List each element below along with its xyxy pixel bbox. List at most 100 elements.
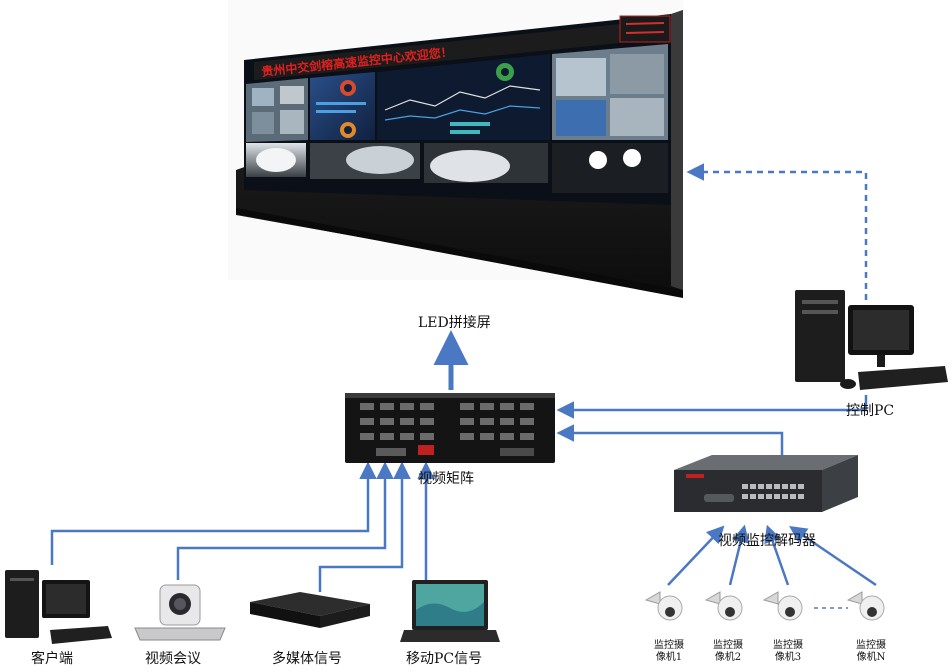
- wall-tunnel-light: [346, 146, 414, 174]
- matrix-ports: [360, 403, 534, 440]
- decoder-port: [774, 484, 780, 489]
- camera-1-caption-line1: 监控摄: [654, 640, 684, 651]
- camera-3-caption: 监控摄 像机3: [761, 640, 815, 664]
- decoder-port: [774, 494, 780, 499]
- matrix-port: [500, 403, 514, 410]
- camera-lens: [665, 607, 675, 617]
- decoder-port: [798, 494, 804, 499]
- wall-row-top: [246, 44, 668, 142]
- multimedia-box-front: [250, 602, 320, 628]
- camera-1-caption: 监控摄 像机1: [642, 640, 696, 664]
- decoder-device: [674, 455, 858, 512]
- link-conference-to-matrix: [176, 461, 394, 580]
- wall-line-chart: [384, 85, 541, 111]
- pc-monitor-stand: [877, 355, 885, 367]
- matrix-port: [480, 433, 494, 440]
- camera-n-caption: 监控摄 像机N: [844, 640, 898, 664]
- matrix-power-switch: [418, 445, 434, 455]
- decoder-port: [766, 494, 772, 499]
- matrix-port: [360, 433, 374, 440]
- laptop-base: [400, 630, 500, 642]
- decoder-port: [758, 494, 764, 499]
- link-multimedia-to-matrix: [318, 461, 411, 592]
- ptz-camera-1-icon: [644, 591, 683, 621]
- source-client-caption: 客户端: [31, 651, 73, 667]
- wall-line-chart-2: [384, 105, 541, 121]
- decoder-side: [822, 455, 858, 512]
- wall-bar: [316, 110, 356, 113]
- source-multimedia-box-icon: [250, 592, 370, 628]
- laptop-wallpaper-wave: [416, 602, 484, 626]
- decoder-port: [750, 494, 756, 499]
- decoder-port: [750, 484, 756, 489]
- matrix-port: [500, 418, 514, 425]
- matrix-port: [460, 418, 474, 425]
- matrix-network-port: [500, 448, 534, 456]
- wall-tile-thumb: [280, 86, 304, 104]
- source-conference-caption: 视频会议: [145, 651, 201, 667]
- decoder-port: [766, 484, 772, 489]
- conference-camera-lens: [174, 598, 186, 610]
- pc-mouse: [840, 379, 856, 389]
- matrix-port: [460, 433, 474, 440]
- control-pc-icon: [795, 290, 948, 390]
- wall-tile-tunnel-4: [552, 143, 668, 193]
- camera-mount-arm: [704, 591, 721, 605]
- wall-donut-hole: [344, 126, 352, 134]
- decoder-panel: [704, 494, 734, 502]
- wall-tile-thumb: [252, 112, 274, 134]
- camera-2-caption: 监控摄 像机2: [701, 640, 755, 664]
- wall-donut-hole: [344, 84, 352, 92]
- camera-mount-arm: [846, 591, 863, 605]
- matrix-port: [360, 403, 374, 410]
- wall-donut-hole: [501, 68, 509, 76]
- multimedia-box-top: [250, 592, 370, 616]
- matrix-port: [400, 433, 414, 440]
- decoder-caption: 视频监控解码器: [718, 533, 816, 549]
- video-matrix-device: [345, 393, 555, 463]
- source-multimedia-caption: 多媒体信号: [272, 651, 342, 667]
- wall-tile-dashboard-1: [310, 72, 375, 140]
- wall-tile-thumb: [252, 88, 274, 106]
- decoder-port: [782, 484, 788, 489]
- camera-n-caption-line1: 监控摄: [856, 640, 886, 651]
- camera-3-caption-line1: 监控摄: [773, 640, 803, 651]
- camera-lens: [867, 607, 877, 617]
- camera-2-caption-line2: 像机2: [714, 652, 742, 663]
- pc-drive-bay: [802, 300, 838, 304]
- link-cameraN-to-decoder: [789, 526, 877, 587]
- matrix-port: [380, 403, 394, 410]
- client-pc-screen: [46, 584, 86, 614]
- link-pc-to-wall: [686, 163, 868, 300]
- source-conference-camera-icon: [134, 584, 226, 641]
- matrix-serial-port: [376, 448, 406, 456]
- camera-3-caption-line2: 像机3: [774, 652, 802, 663]
- decoder-port: [742, 494, 748, 499]
- matrix-caption: 视频矩阵: [418, 471, 474, 487]
- camera-lens: [725, 607, 735, 617]
- matrix-port: [520, 403, 534, 410]
- camera-mount-arm: [762, 591, 779, 605]
- camera-mount-arm: [644, 591, 661, 605]
- wall-tunnel-light: [256, 148, 296, 172]
- decoder-brand-mark: [686, 474, 704, 478]
- multimedia-box-side: [320, 604, 370, 628]
- wall-caption: LED拼接屏: [418, 315, 491, 331]
- client-pc-keyboard: [50, 626, 112, 644]
- pc-keyboard: [858, 366, 948, 390]
- wall-tile-thumb: [556, 100, 606, 136]
- wall-tunnel-light: [430, 150, 510, 182]
- matrix-port: [380, 433, 394, 440]
- matrix-port: [420, 403, 434, 410]
- matrix-port: [380, 418, 394, 425]
- wall-tunnel-lamp: [589, 151, 607, 169]
- wall-tile-thumb: [556, 58, 606, 96]
- decoder-port: [790, 494, 796, 499]
- client-pc-tower: [5, 570, 39, 638]
- wall-clock-panel: [619, 15, 671, 43]
- led-video-wall: 贵州中交剑榕高速监控中心欢迎您！: [228, 0, 683, 298]
- decoder-top: [674, 455, 858, 470]
- matrix-top-edge: [345, 393, 555, 398]
- pc-drive-bay: [802, 310, 838, 314]
- client-pc-drive-bay: [10, 578, 34, 581]
